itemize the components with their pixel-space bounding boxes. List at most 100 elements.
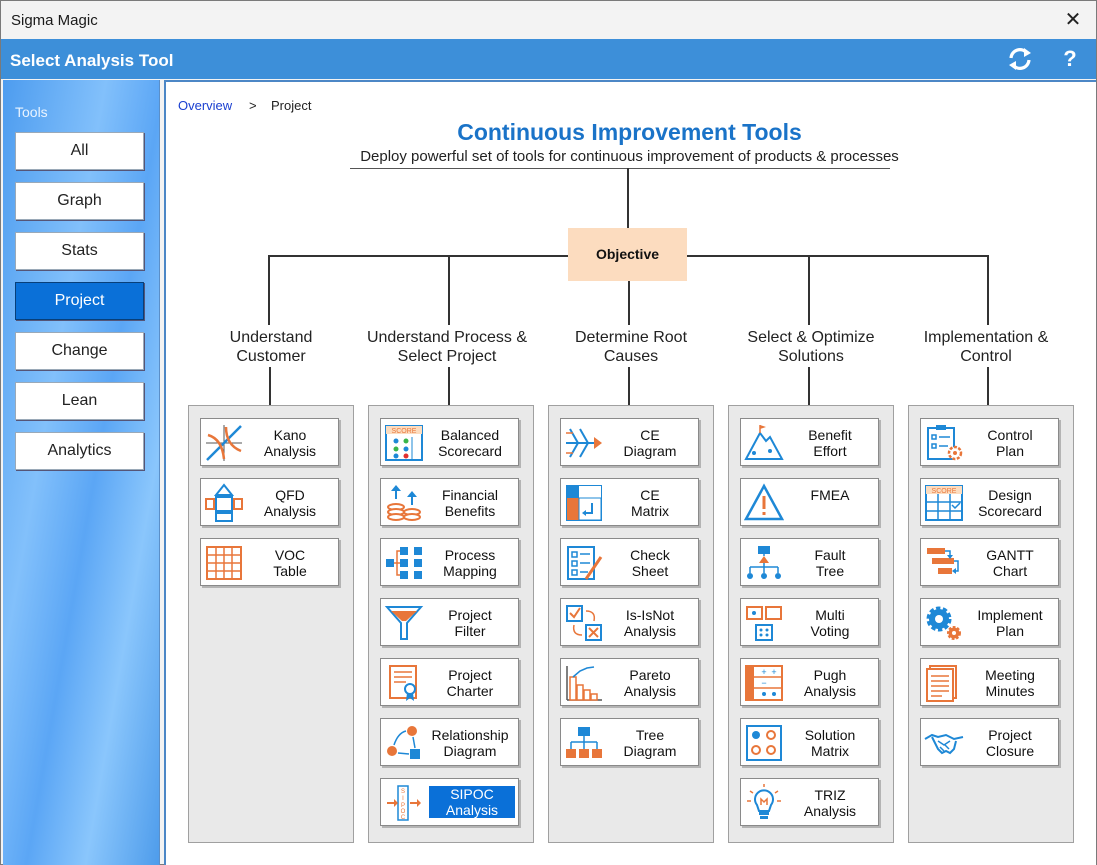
design-scorecard-icon: SCORE: [925, 485, 963, 521]
sidebar-item-lean[interactable]: Lean: [15, 382, 144, 420]
sidebar-item-stats[interactable]: Stats: [15, 232, 144, 270]
column-heading-process: Understand Process &Select Project: [366, 329, 528, 365]
sidebar-item-project[interactable]: Project: [15, 282, 144, 320]
connector-line: [448, 255, 450, 325]
svg-text:S: S: [401, 789, 405, 795]
tool-label-line2: Analysis: [803, 803, 857, 819]
refresh-icon[interactable]: [1005, 45, 1035, 73]
dialog-title: Select Analysis Tool: [10, 51, 174, 70]
fishbone-icon: [566, 428, 602, 458]
tool-label-line2: Scorecard: [438, 443, 502, 459]
tool-label-line2: Scorecard: [978, 503, 1042, 519]
pareto-icon: [566, 666, 602, 701]
tool-label-line1: Multi: [815, 607, 845, 623]
tool-label-line2: Benefits: [444, 503, 496, 519]
svg-text:P: P: [401, 803, 405, 809]
warning-icon: [744, 483, 784, 521]
connector-line: [987, 367, 989, 405]
subtitle-underline: [350, 168, 890, 169]
svg-text:I: I: [402, 796, 404, 802]
solution-matrix-icon: [746, 725, 782, 761]
pugh-icon: ++−: [745, 665, 783, 701]
tool-label-line1: Balanced: [440, 427, 500, 443]
tool-label-line2: Mapping: [443, 563, 497, 579]
sidebar-item-graph[interactable]: Graph: [15, 182, 144, 220]
svg-text:+: +: [761, 667, 766, 677]
tool-label-line1: GANTT: [986, 547, 1034, 563]
tool-label-line1: Is-IsNot: [625, 607, 675, 623]
objective-box: Objective: [568, 228, 687, 281]
breadcrumb-overview-link[interactable]: Overview: [178, 98, 233, 113]
tool-label-line1: TRIZ: [814, 787, 846, 803]
content-area: Overview > Project Continuous Improvemen…: [164, 80, 1096, 865]
tool-label-line2: Plan: [995, 623, 1025, 639]
tool-label-line2: Tree: [815, 563, 845, 579]
svg-text:−: −: [761, 678, 766, 688]
connector-line: [627, 168, 629, 228]
tool-label-line1: Check: [630, 547, 670, 563]
tool-label-line2: Table: [273, 563, 307, 579]
lightbulb-icon: [747, 784, 781, 819]
window-title: Sigma Magic: [11, 12, 98, 29]
minutes-icon: [926, 665, 957, 702]
connector-line: [987, 255, 989, 325]
close-icon[interactable]: ✕: [1064, 9, 1082, 31]
sidebar-item-analytics[interactable]: Analytics: [15, 432, 144, 470]
funnel-icon: [384, 606, 424, 640]
tool-label-line1: Control: [987, 427, 1033, 443]
svg-text:C: C: [401, 815, 406, 821]
process-map-icon: [386, 547, 422, 579]
tool-label-line2: Closure: [985, 743, 1035, 759]
sidebar-item-change[interactable]: Change: [15, 332, 144, 370]
tools-sidebar: Tools All Graph Stats Project Change Lea…: [3, 80, 160, 865]
sidebar-item-all[interactable]: All: [15, 132, 144, 170]
tool-label-line2: Analysis: [263, 443, 317, 459]
fault-tree-icon: [747, 546, 781, 579]
tool-label-line2: Matrix: [630, 503, 670, 519]
tool-label-line2: Analysis: [623, 623, 677, 639]
tool-fmea[interactable]: FMEA: [740, 478, 879, 526]
connector-line: [269, 367, 271, 405]
help-icon[interactable]: ?: [1063, 46, 1077, 71]
svg-text:O: O: [401, 809, 406, 815]
tool-label-line2: Analysis: [263, 503, 317, 519]
tool-label-line2: Voting: [810, 623, 850, 639]
tool-label-line1: Implement: [977, 607, 1043, 623]
tool-label-line1: Process: [444, 547, 496, 563]
tool-label-line2: Plan: [995, 443, 1025, 459]
